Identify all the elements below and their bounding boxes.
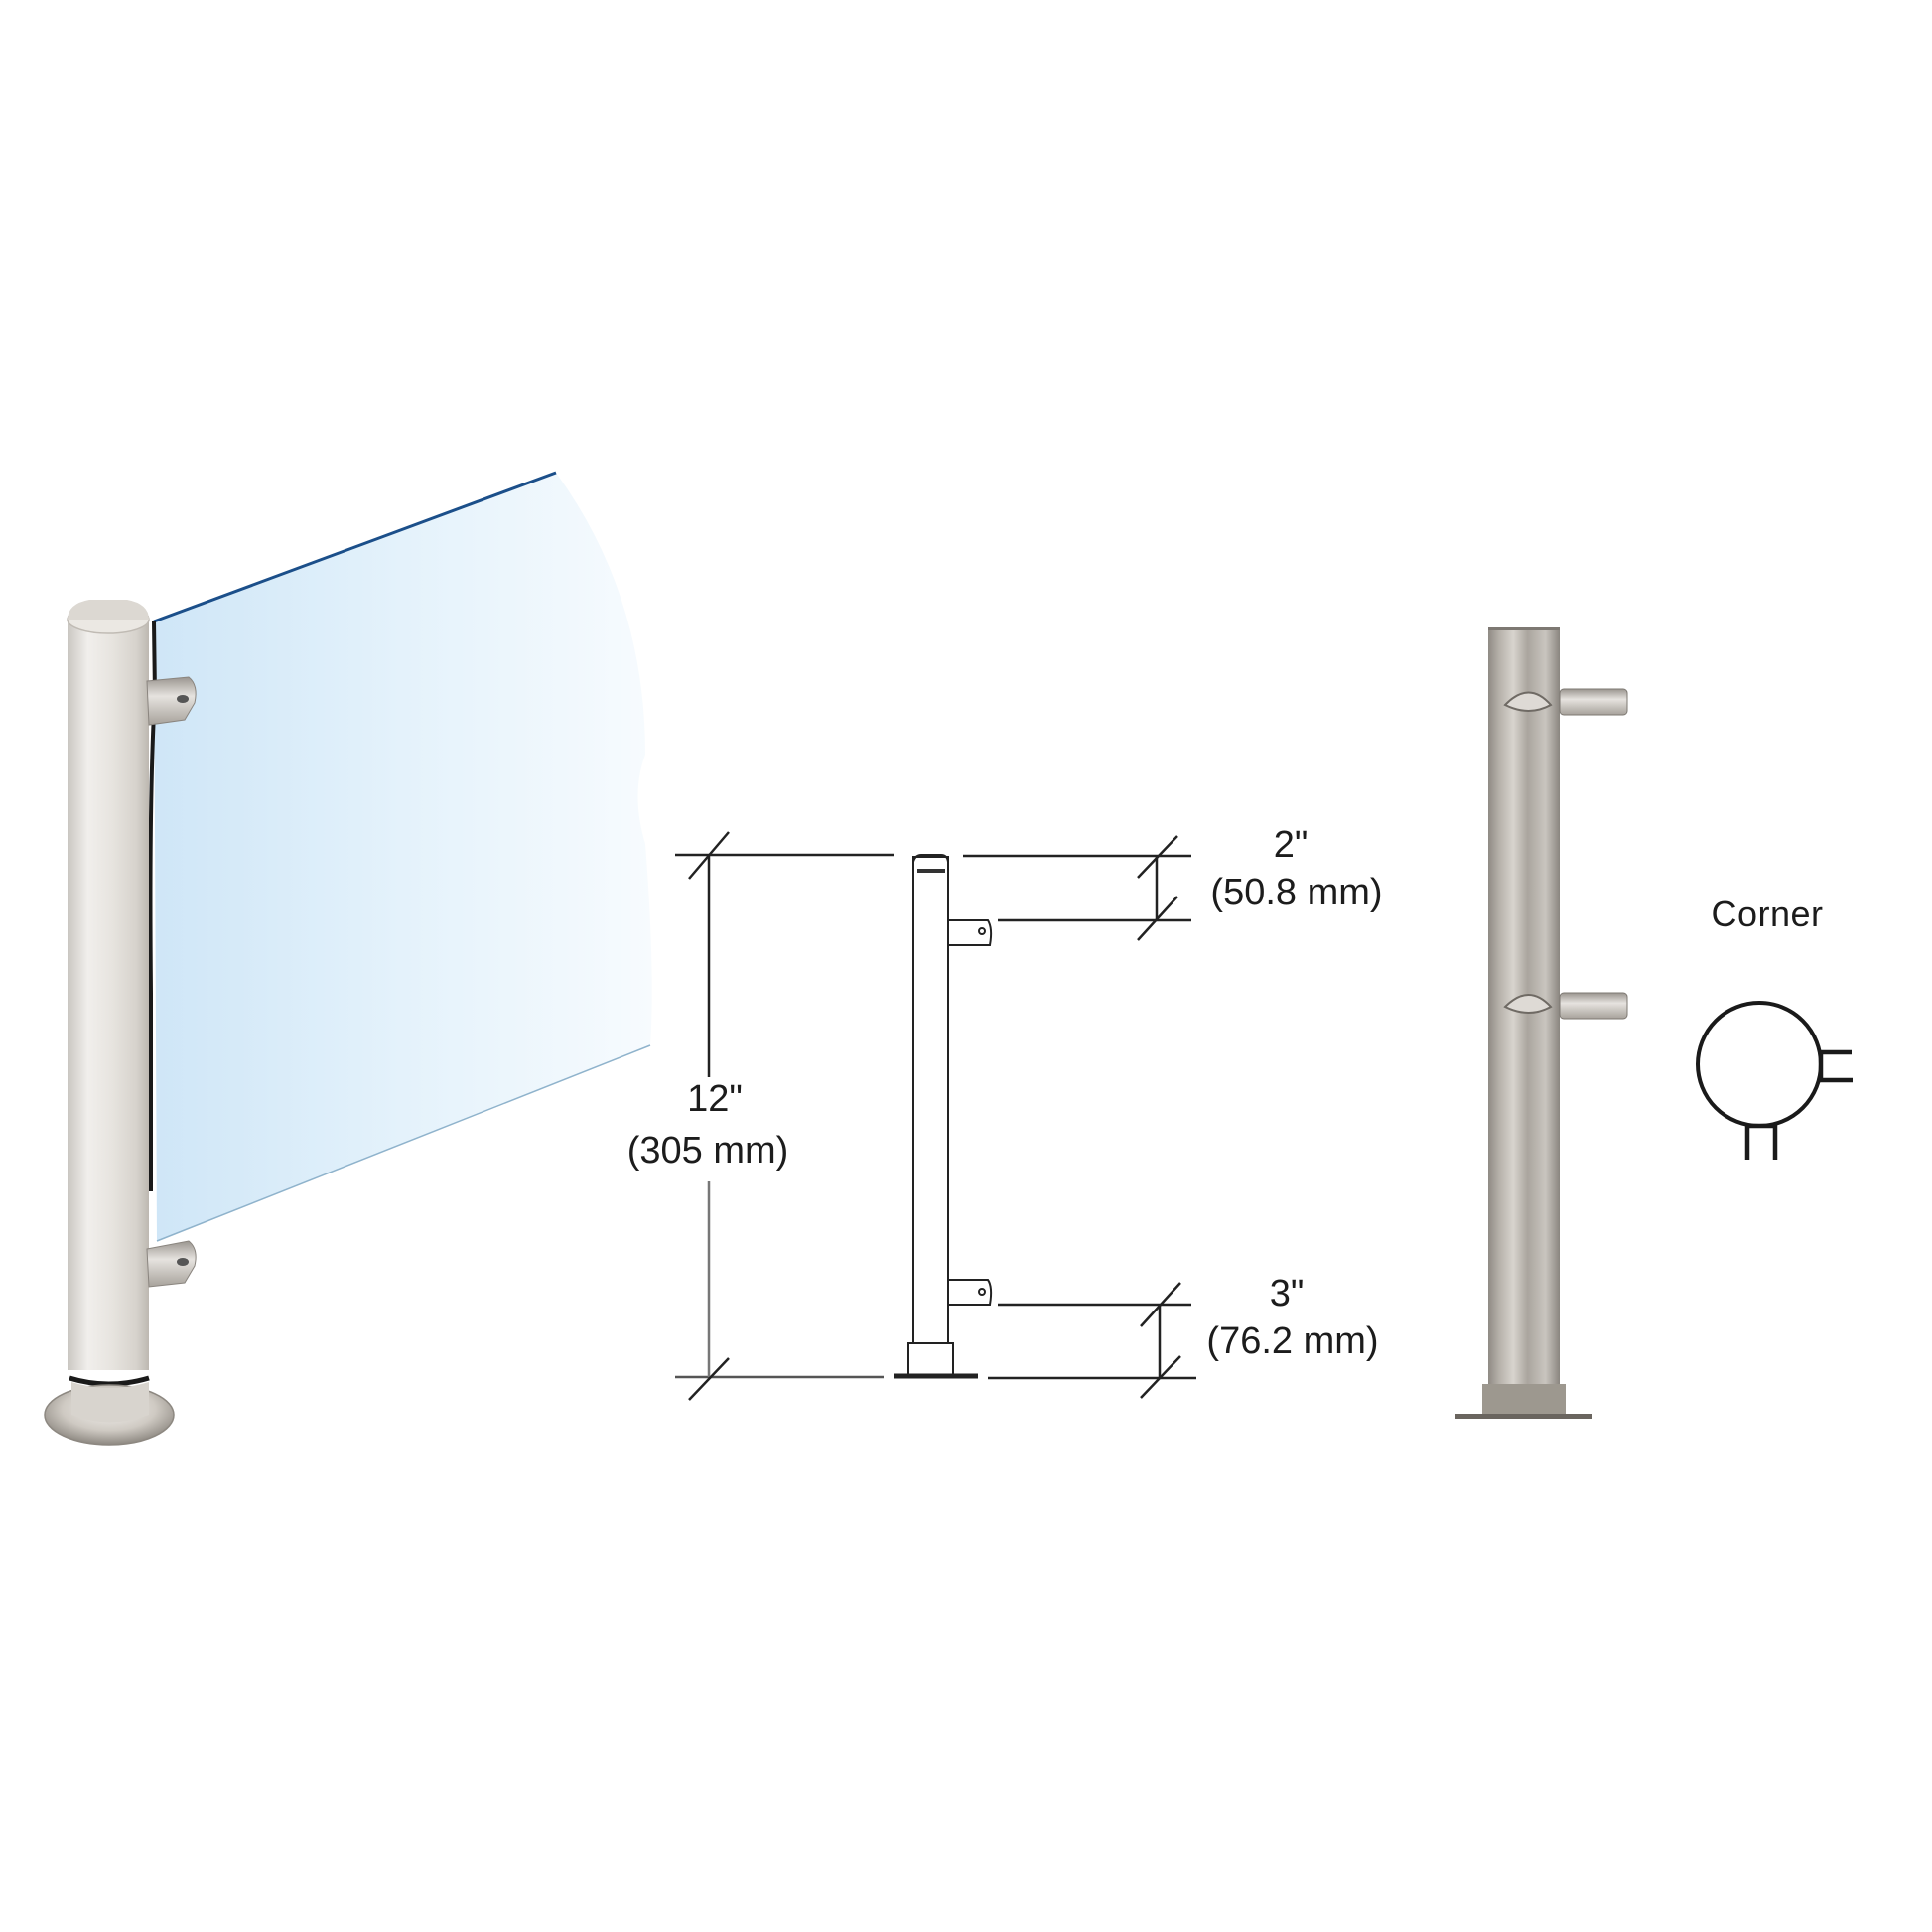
overall-height-mm: (305 mm) [626,1130,789,1172]
post-base-flange [1455,1414,1592,1419]
lower-tab [948,1279,993,1306]
upper-glass-clamp [146,676,197,726]
upper-tab [948,919,993,946]
railing-photo [44,471,652,1446]
upper-clamp [1503,688,1628,716]
post-photo [1455,627,1628,1419]
glass-bottom-edge [156,1044,651,1242]
overall-height-inches: 12" [687,1078,743,1120]
top-offset-inches: 2" [1273,824,1309,866]
end-post [68,616,149,1370]
lower-clamp [1503,992,1628,1020]
top-offset-mm: (50.8 mm) [1210,872,1383,913]
configuration-title: Corner [1711,894,1824,934]
post-base-ring [69,1375,150,1387]
post-base-sleeve [1482,1384,1566,1416]
drawing-post [912,856,949,1344]
dimension-drawing [675,831,1196,1401]
glass-top-edge [153,471,557,623]
corner-configuration-icon [1696,1001,1853,1160]
bottom-offset-mm: (76.2 mm) [1206,1320,1379,1362]
glass-panel [154,473,652,1241]
bottom-offset-inches: 3" [1269,1273,1305,1314]
lower-glass-clamp [146,1240,197,1288]
